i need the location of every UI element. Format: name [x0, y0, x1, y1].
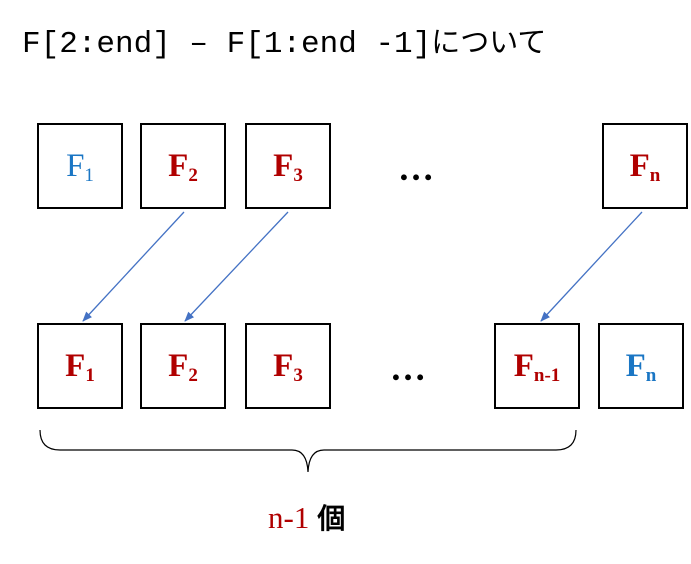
top-box-f3-sub: 3 — [293, 164, 303, 186]
count-brace — [39, 429, 577, 473]
bottom-box-fn-1-base: F — [513, 347, 534, 384]
bottom-ellipsis: … — [390, 348, 432, 388]
bottom-box-f2-base: F — [168, 347, 189, 384]
count-unit: 個 — [317, 502, 346, 535]
bottom-box-fn-sub: n — [645, 364, 657, 386]
arrow-fn-to-fn-1 — [540, 211, 643, 322]
diagram-title: F[2:end] – F[1:end -1]について — [22, 20, 546, 64]
bottom-box-f3-base: F — [273, 347, 294, 384]
top-ellipsis: … — [398, 148, 440, 188]
top-box-f1-sub: 1 — [84, 164, 94, 186]
top-box-f2-base: F — [168, 147, 189, 184]
top-box-f3-base: F — [273, 147, 294, 184]
top-box-fn-base: F — [629, 147, 650, 184]
top-box-f1-base: F — [66, 147, 85, 184]
top-box-fn-sub: n — [649, 164, 661, 186]
title-suffix: について — [431, 25, 547, 59]
bottom-box-f1-base: F — [65, 347, 86, 384]
title-code: F[2:end] – F[1:end -1] — [22, 27, 432, 62]
arrow-f2-to-f1 — [82, 211, 185, 322]
count-number: n-1 — [268, 500, 310, 535]
bottom-box-fn-base: F — [625, 347, 646, 384]
arrow-f3-to-f2 — [184, 211, 289, 322]
bottom-box-f1-sub: 1 — [85, 364, 95, 386]
bottom-box-f2-sub: 2 — [188, 364, 198, 386]
bottom-box-f3-sub: 3 — [293, 364, 303, 386]
top-box-f2-sub: 2 — [188, 164, 198, 186]
bottom-box-fn-1-sub: n-1 — [533, 364, 561, 386]
